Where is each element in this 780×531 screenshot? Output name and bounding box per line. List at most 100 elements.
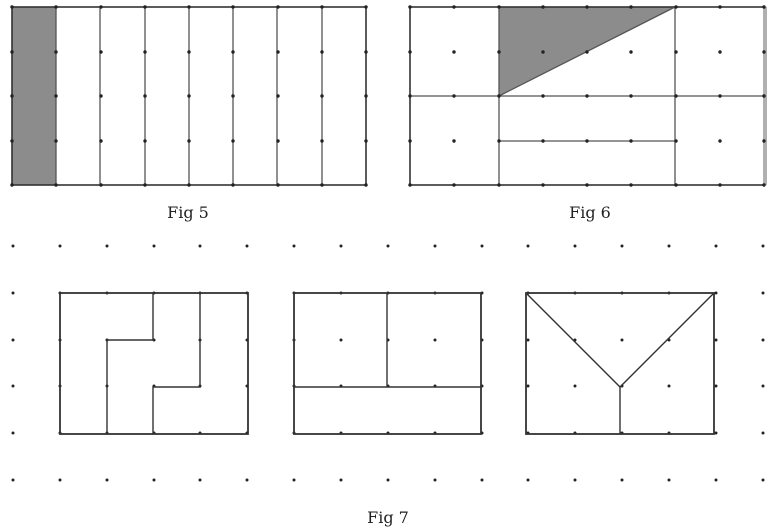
grid-dot <box>364 94 368 98</box>
grid-dot <box>320 139 324 143</box>
grid-dot <box>364 50 368 54</box>
grid-dot <box>585 94 589 98</box>
grid-dot <box>585 139 589 143</box>
grid-dot <box>585 50 589 54</box>
fig5-diagram <box>10 5 368 187</box>
grid-dot <box>187 139 191 143</box>
grid-dot <box>620 244 624 248</box>
grid-dot <box>292 244 296 248</box>
grid-dot <box>152 478 156 482</box>
grid-dot <box>761 478 765 482</box>
grid-dot <box>198 244 202 248</box>
grid-dot <box>585 5 589 9</box>
grid-dot <box>761 338 765 342</box>
grid-dot <box>573 244 577 248</box>
grid-dot <box>54 183 58 187</box>
grid-dot <box>10 139 14 143</box>
grid-dot <box>497 139 501 143</box>
grid-dot <box>320 5 324 9</box>
grid-dot <box>408 5 412 9</box>
grid-dot <box>541 94 545 98</box>
grid-dot <box>674 183 678 187</box>
grid-dot <box>231 183 235 187</box>
grid-dot <box>11 384 15 388</box>
grid-dot <box>541 139 545 143</box>
grid-dot <box>10 5 14 9</box>
grid-dot <box>54 50 58 54</box>
grid-dot <box>674 139 678 143</box>
grid-dot <box>629 5 633 9</box>
grid-dot <box>762 139 766 143</box>
grid-dot <box>433 478 437 482</box>
grid-dot <box>526 244 530 248</box>
grid-dot <box>11 431 15 435</box>
grid-dot <box>620 478 624 482</box>
grid-dot <box>320 94 324 98</box>
grid-dot <box>364 139 368 143</box>
grid-dot <box>99 5 103 9</box>
grid-dot <box>292 478 296 482</box>
grid-dot <box>276 94 280 98</box>
grid-dot <box>497 50 501 54</box>
grid-dot <box>11 338 15 342</box>
fig5-shaded-column <box>12 7 56 185</box>
grid-dot <box>714 338 718 342</box>
grid-dot <box>761 431 765 435</box>
grid-dot <box>718 94 722 98</box>
grid-dot <box>573 384 577 388</box>
grid-dot <box>320 183 324 187</box>
grid-dot <box>143 183 147 187</box>
grid-dot <box>541 50 545 54</box>
grid-dot <box>339 244 343 248</box>
grid-dot <box>718 183 722 187</box>
grid-dot <box>497 94 501 98</box>
grid-dot <box>386 478 390 482</box>
grid-dot <box>54 94 58 98</box>
grid-dot <box>339 338 343 342</box>
grid-dot <box>714 384 718 388</box>
grid-dot <box>629 50 633 54</box>
grid-dot <box>408 94 412 98</box>
grid-dot <box>629 139 633 143</box>
grid-dot <box>714 291 718 295</box>
grid-dot <box>339 478 343 482</box>
grid-dot <box>54 139 58 143</box>
grid-dot <box>452 139 456 143</box>
grid-dot <box>99 139 103 143</box>
fig7-shape-c <box>525 292 715 435</box>
grid-dot <box>433 244 437 248</box>
grid-dot <box>674 94 678 98</box>
grid-dot <box>231 50 235 54</box>
grid-dot <box>497 183 501 187</box>
grid-dot <box>541 5 545 9</box>
grid-dot <box>231 5 235 9</box>
grid-dot <box>762 5 766 9</box>
fig7-caption: Fig 7 <box>367 508 409 527</box>
grid-dot <box>667 244 671 248</box>
grid-dot <box>187 183 191 187</box>
grid-dot <box>11 291 15 295</box>
grid-dot <box>620 338 624 342</box>
grid-dot <box>320 50 324 54</box>
fig6-diagram <box>408 5 767 187</box>
grid-dot <box>99 183 103 187</box>
grid-dot <box>198 478 202 482</box>
grid-dot <box>99 94 103 98</box>
grid-dot <box>408 50 412 54</box>
grid-dot <box>541 183 545 187</box>
grid-dot <box>629 94 633 98</box>
grid-dot <box>480 244 484 248</box>
grid-dot <box>761 244 765 248</box>
grid-dot <box>364 183 368 187</box>
grid-dot <box>187 50 191 54</box>
grid-dot <box>105 244 109 248</box>
fig6-caption: Fig 6 <box>569 203 611 222</box>
grid-dot <box>718 5 722 9</box>
fig7-shape-a <box>59 292 249 435</box>
grid-dot <box>276 50 280 54</box>
grid-dot <box>11 478 15 482</box>
grid-dot <box>276 183 280 187</box>
grid-dot <box>408 139 412 143</box>
grid-dot <box>714 478 718 482</box>
grid-dot <box>364 5 368 9</box>
